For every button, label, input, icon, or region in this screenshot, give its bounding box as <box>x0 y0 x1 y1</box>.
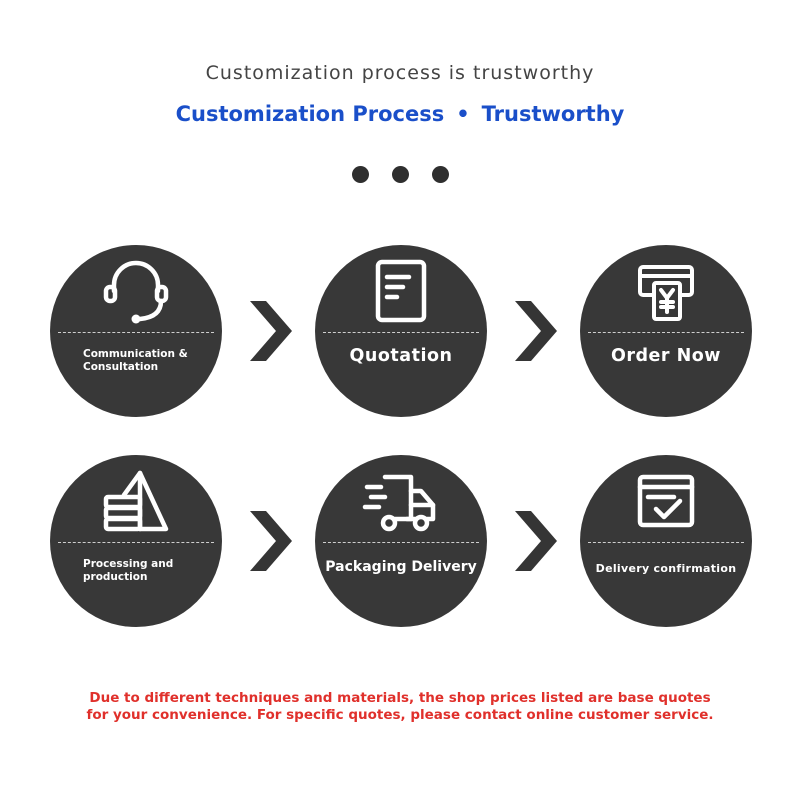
divider <box>323 332 479 333</box>
truck-icon <box>362 474 436 532</box>
divider <box>58 542 214 543</box>
page-title: Customization Process • Trustworthy <box>0 102 800 126</box>
chevron-right-icon <box>250 301 292 361</box>
confirmation-icon <box>637 474 695 528</box>
title-part-1: Customization Process <box>175 102 445 126</box>
step-communication: Communication & Consultation <box>50 245 222 417</box>
notice-line-1: Due to different techniques and material… <box>89 690 711 706</box>
step-label: Communication & Consultation <box>83 348 188 373</box>
step-packaging: Packaging Delivery <box>315 455 487 627</box>
chevron-right-icon <box>515 301 557 361</box>
divider <box>58 332 214 333</box>
price-notice: Due to different techniques and material… <box>0 690 800 724</box>
step-label: Order Now <box>611 346 721 366</box>
step-label: Processing and production <box>83 558 174 583</box>
step-delivery-confirmation: Delivery confirmation <box>580 455 752 627</box>
payment-icon <box>638 265 694 321</box>
headset-icon <box>103 260 169 324</box>
step-quotation: Quotation <box>315 245 487 417</box>
step-processing: Processing and production <box>50 455 222 627</box>
document-icon <box>375 259 427 323</box>
dot <box>392 166 409 183</box>
step-order-now: Order Now <box>580 245 752 417</box>
title-part-2: Trustworthy <box>481 102 625 126</box>
step-label: Quotation <box>349 346 453 366</box>
dot <box>432 166 449 183</box>
notice-line-2: for your convenience. For specific quote… <box>86 707 714 723</box>
subtitle: Customization process is trustworthy <box>205 62 595 84</box>
step-label: Delivery confirmation <box>595 562 737 575</box>
production-icon <box>103 470 169 532</box>
title-separator: • <box>456 102 470 126</box>
dots-decoration <box>352 166 452 184</box>
divider <box>588 542 744 543</box>
divider <box>588 332 744 333</box>
step-label: Packaging Delivery <box>325 559 477 575</box>
divider <box>323 542 479 543</box>
chevron-right-icon <box>515 511 557 571</box>
dot <box>352 166 369 183</box>
chevron-right-icon <box>250 511 292 571</box>
